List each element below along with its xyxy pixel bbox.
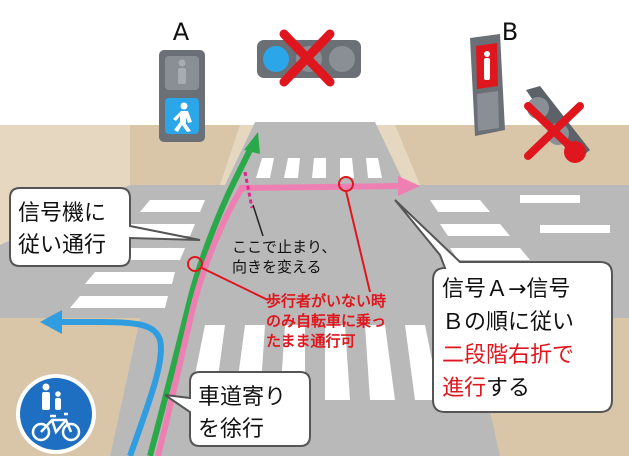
- road-markings-far: [520, 195, 610, 233]
- callout-two-stage: 信号Ａ→信号 Ｂの順に従い 二段階右折で 進行する: [394, 199, 613, 413]
- note-stop-turn: ここで止まり、 向きを変える: [232, 238, 336, 276]
- signal-b: B: [470, 18, 590, 163]
- callout-follow-signal-line2: 従い通行: [18, 233, 106, 258]
- signal-a: A: [159, 18, 205, 142]
- stop-line-marker: [243, 171, 254, 209]
- note-ride-condition: 歩行者がいない時 のみ自転車に乗っ たまま通行可: [266, 292, 386, 350]
- pedestrian-bicycle-sign: [16, 374, 96, 454]
- note-ride-condition-line1: 歩行者がいない時: [266, 292, 386, 310]
- signal-b-blue-lamp-off: [477, 91, 499, 131]
- callout-two-stage-line3: 二段階右折で: [442, 343, 574, 368]
- leader-stop: [252, 204, 264, 237]
- note-stop-turn-line2: 向きを変える: [232, 258, 322, 276]
- callout-two-stage-line4-black: する: [486, 376, 530, 401]
- green-arrow-head-icon: [244, 132, 260, 154]
- signal-a-label: A: [173, 18, 190, 46]
- pink-arrow-head-icon: [398, 176, 420, 196]
- crosswalk-far: [256, 158, 382, 178]
- sign-face: [20, 378, 92, 450]
- sidewalk-corner-ne: [395, 125, 629, 185]
- callout-two-stage-line4: 進行する: [442, 376, 530, 401]
- callout-two-stage-line1: 信号Ａ→信号: [442, 277, 570, 302]
- vehicle-signal: [257, 29, 361, 87]
- callout-slow-down: 車道寄り を徐行: [164, 371, 311, 447]
- callout-slow-down-line1: 車道寄り: [198, 385, 286, 410]
- pedestrian-stand-icon: [178, 59, 186, 84]
- sidewalk-corner-nw: [130, 125, 240, 185]
- vehicle-signal-blue-lamp: [263, 46, 289, 72]
- callout-follow-signal-bubble: [9, 187, 201, 267]
- cross-mark-icon: [524, 102, 584, 160]
- red-point-marker-near: [187, 256, 203, 272]
- note-ride-condition-line2: のみ自転車に乗っ: [266, 312, 386, 330]
- callout-two-stage-line4-red: 進行: [442, 376, 486, 401]
- signal-b-label: B: [502, 18, 518, 46]
- note-stop-turn-line1: ここで止まり、: [232, 238, 336, 256]
- leader-red-near: [201, 267, 269, 301]
- callout-follow-signal: 信号機に 従い通行: [9, 187, 201, 267]
- callout-slow-down-bubble: [164, 371, 311, 447]
- callout-follow-signal-line1: 信号機に: [18, 201, 106, 226]
- cross-mark-icon: [279, 29, 335, 87]
- callout-two-stage-bubble: [394, 199, 613, 413]
- vehicle-signal-red-lamp: [329, 46, 355, 72]
- pedestrian-walk-icon: [173, 102, 192, 132]
- pedestrian-stand-red-icon: [484, 51, 490, 80]
- pink-route: [155, 183, 401, 457]
- note-ride-condition-line3: たまま通行可: [266, 332, 356, 350]
- bicycle-icon: [31, 412, 81, 442]
- leader-red-far: [345, 190, 371, 293]
- blue-arrow-head-icon: [40, 310, 62, 334]
- blue-route: [60, 319, 164, 458]
- pedestrian-icon: [42, 383, 61, 410]
- routes: [40, 132, 420, 458]
- callout-two-stage-line2: Ｂの順に従い: [442, 310, 574, 335]
- callout-slow-down-line2: を徐行: [198, 417, 264, 442]
